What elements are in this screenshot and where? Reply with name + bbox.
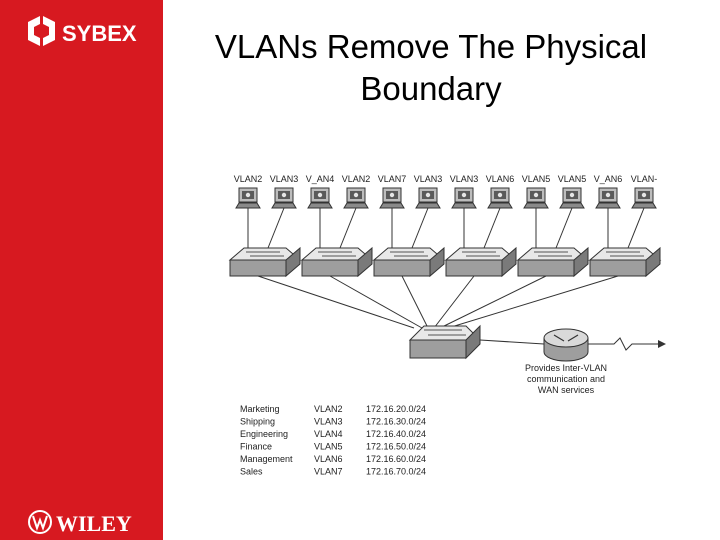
vlan-table-cell: VLAN6: [314, 454, 343, 464]
router-icon: [543, 328, 589, 362]
slide-title-line-1: VLANs Remove The Physical: [214, 28, 648, 65]
computer-icon: [415, 187, 441, 209]
vlan-table-cell: Shipping: [240, 417, 275, 427]
vlan-table-cell: Management: [240, 454, 293, 464]
pc-vlan-label: VLAN2: [342, 174, 371, 184]
switch-to-core-link: [439, 275, 547, 329]
switch-to-core-link: [257, 275, 415, 329]
pc-vlan-label: VLAN3: [414, 174, 443, 184]
vlan-table-cell: VLAN4: [314, 429, 343, 439]
router-caption-line-1: Provides Inter-VLAN: [525, 363, 607, 373]
router-caption-line-3: WAN services: [538, 385, 595, 395]
computer-icon: [379, 187, 405, 209]
pc-to-switch-link: [339, 207, 357, 249]
sybex-mark-icon: [28, 16, 55, 46]
computer-row: VLAN2 VLAN3 V_AN4 VLAN2 VLAN7 VLAN3 VLAN3 VLAN6…: [234, 174, 658, 209]
slide-title: VLANs Remove The Physical Boundary: [180, 26, 682, 110]
switch-icon: [228, 246, 302, 278]
computer-icon: [235, 187, 261, 209]
wiley-emblem-icon: [28, 510, 52, 534]
switch-to-core-link: [447, 275, 619, 329]
pc-to-switch-link: [267, 207, 285, 249]
pc-to-switch-link: [411, 207, 429, 249]
computer-icon: [271, 187, 297, 209]
vlan-table-cell: VLAN3: [314, 417, 343, 427]
vlan-table-cell: Finance: [240, 442, 272, 452]
vlan-table-cell: 172.16.30.0/24: [366, 417, 426, 427]
pc-vlan-label: VLAN3: [270, 174, 299, 184]
red-sidebar: SYBEX WILEY: [0, 0, 163, 540]
vlan-table-cell: VLAN5: [314, 442, 343, 452]
switch-row: [228, 246, 662, 278]
wiley-logo: WILEY: [28, 510, 132, 536]
computer-icon: [559, 187, 585, 209]
network-links: [247, 207, 645, 329]
computer-icon: [631, 187, 657, 209]
slide-title-line-2: Boundary: [360, 70, 502, 107]
pc-vlan-label: VLAN7: [378, 174, 407, 184]
pc-to-switch-link: [483, 207, 501, 249]
vlan-table-cell: 172.16.40.0/24: [366, 429, 426, 439]
computer-icon: [487, 187, 513, 209]
vlan-table-cell: 172.16.70.0/24: [366, 467, 426, 477]
switch-to-core-link: [401, 275, 429, 329]
pc-vlan-label: VLAN5: [522, 174, 551, 184]
vlan-table-cell: Marketing: [240, 404, 280, 414]
sybex-wordmark: SYBEX: [62, 21, 137, 46]
pc-to-switch-link: [555, 207, 573, 249]
switch-icon: [300, 246, 374, 278]
computer-icon: [307, 187, 333, 209]
switch-to-core-link: [329, 275, 423, 329]
serial-link-icon: [588, 337, 666, 351]
pc-vlan-label: VLAN5: [558, 174, 587, 184]
router-caption-line-2: communication and: [527, 374, 605, 384]
pc-to-switch-link: [627, 207, 645, 249]
pc-vlan-label: VLAN2: [234, 174, 263, 184]
pc-vlan-label: VLAN-: [631, 174, 658, 184]
pc-vlan-label: VLAN3: [450, 174, 479, 184]
vlan-table-cell: VLAN2: [314, 404, 343, 414]
switch-icon: [444, 246, 518, 278]
switch-icon: [588, 246, 662, 278]
core-switch-icon: [408, 324, 482, 360]
pc-vlan-label: V_AN4: [306, 174, 335, 184]
vlan-table-cell: 172.16.20.0/24: [366, 404, 426, 414]
vlan-table-cell: Engineering: [240, 429, 288, 439]
vlan-table-cell: 172.16.50.0/24: [366, 442, 426, 452]
sybex-logo: SYBEX: [28, 16, 137, 46]
vlan-table-cell: 172.16.60.0/24: [366, 454, 426, 464]
pc-vlan-label: V_AN6: [594, 174, 623, 184]
core-to-router-link: [479, 339, 545, 345]
pc-vlan-label: VLAN6: [486, 174, 515, 184]
switch-icon: [516, 246, 590, 278]
switch-to-core-link: [433, 275, 475, 329]
switch-icon: [372, 246, 446, 278]
wiley-wordmark: WILEY: [56, 511, 132, 536]
vlan-table-cell: Sales: [240, 467, 263, 477]
vlan-table-cell: VLAN7: [314, 467, 343, 477]
computer-icon: [523, 187, 549, 209]
computer-icon: [595, 187, 621, 209]
computer-icon: [343, 187, 369, 209]
computer-icon: [451, 187, 477, 209]
